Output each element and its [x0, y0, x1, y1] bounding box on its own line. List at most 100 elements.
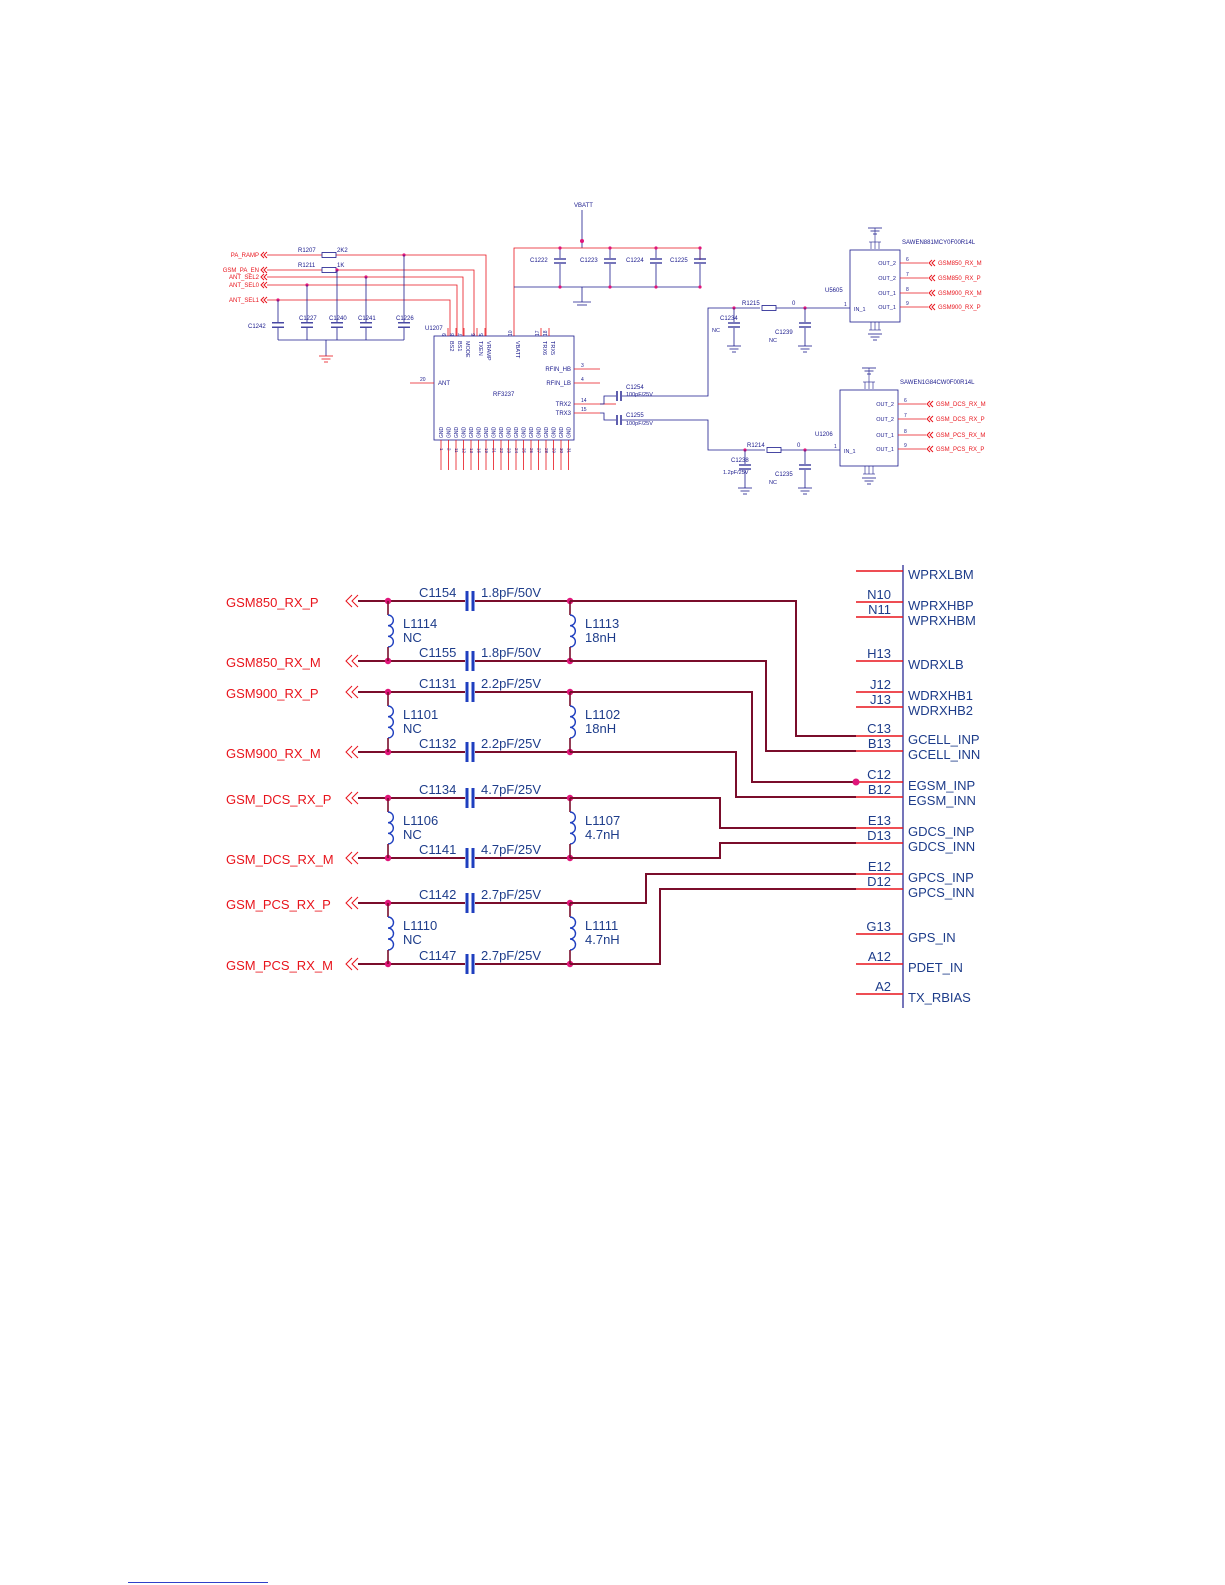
input-net-label: ANT_SEL1: [229, 298, 260, 304]
left-cap-ref: C1226: [396, 316, 414, 322]
coupling-cap-ref: C1255: [626, 413, 644, 419]
pa-top-pin-num: 8: [450, 333, 456, 336]
saw-in-pin: IN_1: [844, 449, 856, 455]
pa-gnd-pin-num: 13: [469, 448, 474, 454]
pa-gnd-pin-name: GND: [477, 427, 483, 439]
pa-right-pin-num: 4: [581, 377, 584, 383]
ic-pin-name: WPRXLBM: [908, 567, 974, 582]
inductor-coil: [569, 916, 577, 951]
pa-right-pin-name: RFIN_HB: [545, 367, 571, 373]
saw-out-pin-name: OUT_1: [876, 433, 894, 439]
pa-top-pin-name: TXEN: [477, 341, 483, 356]
resistor-ref: R1207: [298, 248, 316, 254]
resistor-body: [321, 267, 337, 273]
pa-gnd-pin-num: 24: [514, 448, 519, 454]
saw-out-pin-name: OUT_1: [876, 447, 894, 453]
pa-top-pin-name: VRAMP: [485, 341, 491, 361]
ic-pin-name: GDCS_INP: [908, 824, 974, 839]
saw-out-pin-num: 8: [904, 429, 907, 435]
pa-gnd-pin-name: GND: [484, 427, 490, 439]
pa-right-pin-num: 14: [581, 398, 587, 404]
ic-pin-number: E13: [868, 813, 891, 828]
inductor-ref: L1106: [403, 813, 438, 828]
saw-filter-part: SAWEN1G84CW0F00R14L: [900, 380, 975, 386]
rx-net-label: GSM_PCS_RX_M: [226, 958, 333, 973]
junction-dot: [558, 285, 562, 289]
series-cap-value: 4.7pF/25V: [481, 782, 541, 797]
pa-gnd-pin-num: 26: [529, 448, 534, 454]
saw-out-pin-num: 7: [906, 272, 909, 278]
inductor-ref: L1102: [585, 707, 620, 722]
ic-pin-number: N11: [868, 602, 891, 617]
ic-pin-number: B13: [868, 736, 891, 751]
junction-dot: [698, 246, 702, 250]
pa-top-pin-num: 5: [479, 333, 485, 336]
resistor-value: 0: [792, 301, 796, 307]
series-cap-ref: C1147: [419, 948, 456, 963]
resistor-ref: R1215: [742, 301, 760, 307]
ic-pin-number: J12: [870, 677, 891, 692]
coupling-cap-value: 100pF/25V: [626, 421, 653, 427]
pa-top-pin-num: 7: [458, 333, 464, 336]
pa-gnd-pin-num: 12: [462, 448, 467, 454]
saw-in-num: 1: [834, 444, 837, 450]
saw-output-net: GSM_PCS_RX_M: [936, 433, 985, 439]
pa-gnd-pin-num: 1: [439, 448, 444, 451]
pa-gnd-pin-name: GND: [522, 427, 528, 439]
saw-output-net: GSM900_RX_P: [938, 305, 981, 311]
junction-dot: [698, 285, 702, 289]
shunt-cap-value: NC: [769, 338, 777, 344]
pa-top-pin-num: 17: [535, 330, 541, 336]
inductor-ref: L1107: [585, 813, 620, 828]
pa-top-pin-name: BS2: [448, 341, 454, 351]
left-cap-ref: C1240: [329, 316, 347, 322]
ic-pin-name: GPCS_INN: [908, 885, 974, 900]
inductor-coil: [569, 705, 576, 739]
rx-net-label: GSM_DCS_RX_P: [226, 792, 331, 807]
supply-cap-ref: C1224: [626, 258, 644, 264]
ic-pin-name: WDRXLB: [908, 657, 964, 672]
pa-top-pin-num: 18: [543, 330, 549, 336]
series-cap-value: 2.7pF/25V: [481, 887, 541, 902]
junction-dot: [608, 285, 612, 289]
pa-gnd-pin-num: 11: [454, 448, 459, 453]
ic-pin-number: D12: [867, 874, 891, 889]
footnote-separator: [128, 1582, 268, 1583]
saw-output-net: GSM850_RX_P: [938, 276, 981, 282]
pa-gnd-pin-num: 23: [507, 448, 512, 454]
shunt-cap-value: NC: [769, 480, 777, 486]
junction-dot: [852, 778, 860, 786]
series-cap-value: 2.2pF/25V: [481, 676, 541, 691]
resistor-body: [766, 447, 782, 453]
saw-out-pin-name: OUT_2: [878, 261, 896, 267]
pa-top-pin-num: 6: [471, 333, 477, 336]
pa-gnd-pin-num: 19: [484, 448, 489, 454]
pa-gnd-pin-name: GND: [447, 427, 453, 439]
resistor-body: [761, 305, 777, 311]
pa-top-pin-name: VBATT: [514, 341, 520, 359]
ic-pin-name: WDRXHB1: [908, 688, 973, 703]
ic-pin-number: N10: [867, 587, 891, 602]
pa-ref: U1207: [425, 326, 443, 332]
pa-right-pin-name: RFIN_LB: [546, 381, 571, 387]
vbatt-label: VBATT: [574, 203, 593, 209]
pa-right-pin-num: 15: [581, 407, 587, 413]
ic-pin-name: GPS_IN: [908, 930, 956, 945]
pa-gnd-pin-name: GND: [499, 427, 505, 439]
supply-cap-ref: C1225: [670, 258, 688, 264]
input-net-label: ANT_SEL0: [229, 283, 260, 289]
ic-pin-name: GCELL_INN: [908, 747, 980, 762]
saw-out-pin-name: OUT_2: [876, 402, 894, 408]
saw-filter-ref: U1206: [815, 432, 833, 438]
ic-pin-number: A2: [875, 979, 891, 994]
saw-output-net: GSM_DCS_RX_M: [936, 402, 986, 408]
inductor-coil: [569, 614, 576, 648]
junction-dot: [558, 246, 562, 250]
inductor-coil: [387, 916, 395, 951]
inductor-coil: [387, 705, 394, 739]
shunt-cap-ref: C1234: [720, 316, 738, 322]
shunt-cap-ref: C1235: [775, 472, 793, 478]
ic-pin-name: TX_RBIAS: [908, 990, 971, 1005]
pa-gnd-pin-name: GND: [507, 427, 513, 439]
pa-gnd-pin-num: 22: [499, 448, 504, 454]
